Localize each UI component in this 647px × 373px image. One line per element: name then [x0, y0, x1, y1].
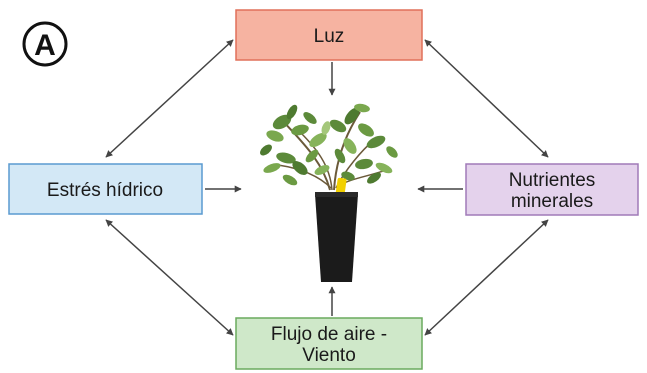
factor-airflow-label-line2: Viento [302, 345, 356, 366]
factor-nutrients-label-line2: minerales [511, 191, 593, 212]
arrow-water-stress-airflow [105, 219, 234, 336]
factor-box-nutrients-rect [465, 163, 639, 216]
factor-nutrients-label-line1: Nutrientes [509, 170, 596, 191]
factor-airflow-label-line1: Flujo de aire - [271, 324, 387, 345]
factor-box-light-rect [235, 9, 423, 61]
panel-letter-badge: A [22, 21, 68, 67]
factor-box-water-stress-rect [8, 163, 203, 215]
arrow-light-water-stress [105, 39, 234, 158]
factor-box-airflow: Flujo de aire - Viento [235, 317, 423, 370]
plant-pot-rim [315, 192, 358, 197]
potted-plant-icon [260, 103, 398, 282]
arrow-nutrients-airflow [424, 219, 549, 336]
interaction-arrows [105, 39, 549, 336]
factor-box-light: Luz [235, 9, 423, 61]
panel-letter: A [34, 29, 56, 62]
factor-box-nutrients: Nutrientes minerales [465, 163, 639, 216]
factor-box-water-stress: Estrés hídrico [8, 163, 203, 215]
factor-light-label: Luz [314, 26, 345, 47]
factor-water-stress-label: Estrés hídrico [47, 180, 163, 201]
arrow-light-nutrients [424, 39, 549, 158]
plant-foliage [260, 103, 398, 191]
panel-letter-circle [22, 21, 68, 67]
plant-pot [315, 194, 358, 282]
effect-arrows [205, 62, 463, 316]
factor-box-airflow-rect [235, 317, 423, 370]
